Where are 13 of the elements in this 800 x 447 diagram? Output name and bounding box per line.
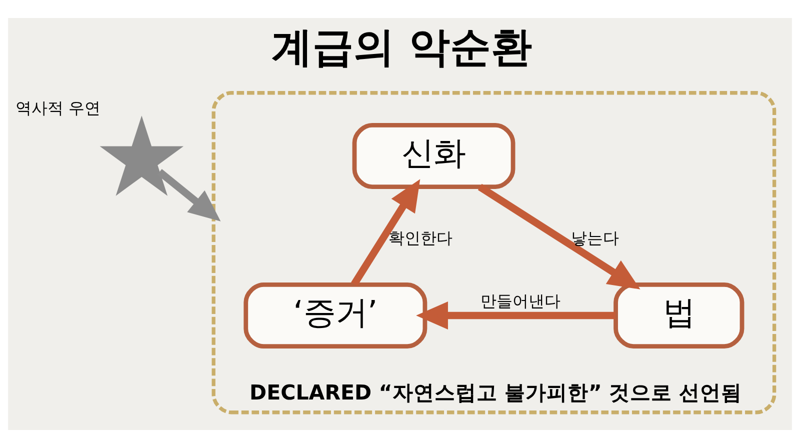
arrow: [157, 168, 221, 221]
node-box: 법: [614, 282, 744, 348]
node-star: [100, 115, 184, 196]
node-label: 역사적 우연: [15, 98, 101, 118]
node-box: ‘증거’: [244, 282, 428, 348]
diagram-title: 계급의 악순환: [272, 22, 532, 71]
arrow: [416, 301, 616, 329]
arrow: [478, 183, 640, 289]
edge-label: 낳는다: [571, 228, 620, 247]
node-box: 신화: [352, 122, 516, 188]
edge-label: 만들어낸다: [480, 290, 560, 310]
arrow: [351, 178, 420, 286]
edge-label: 확인한다: [388, 228, 453, 247]
